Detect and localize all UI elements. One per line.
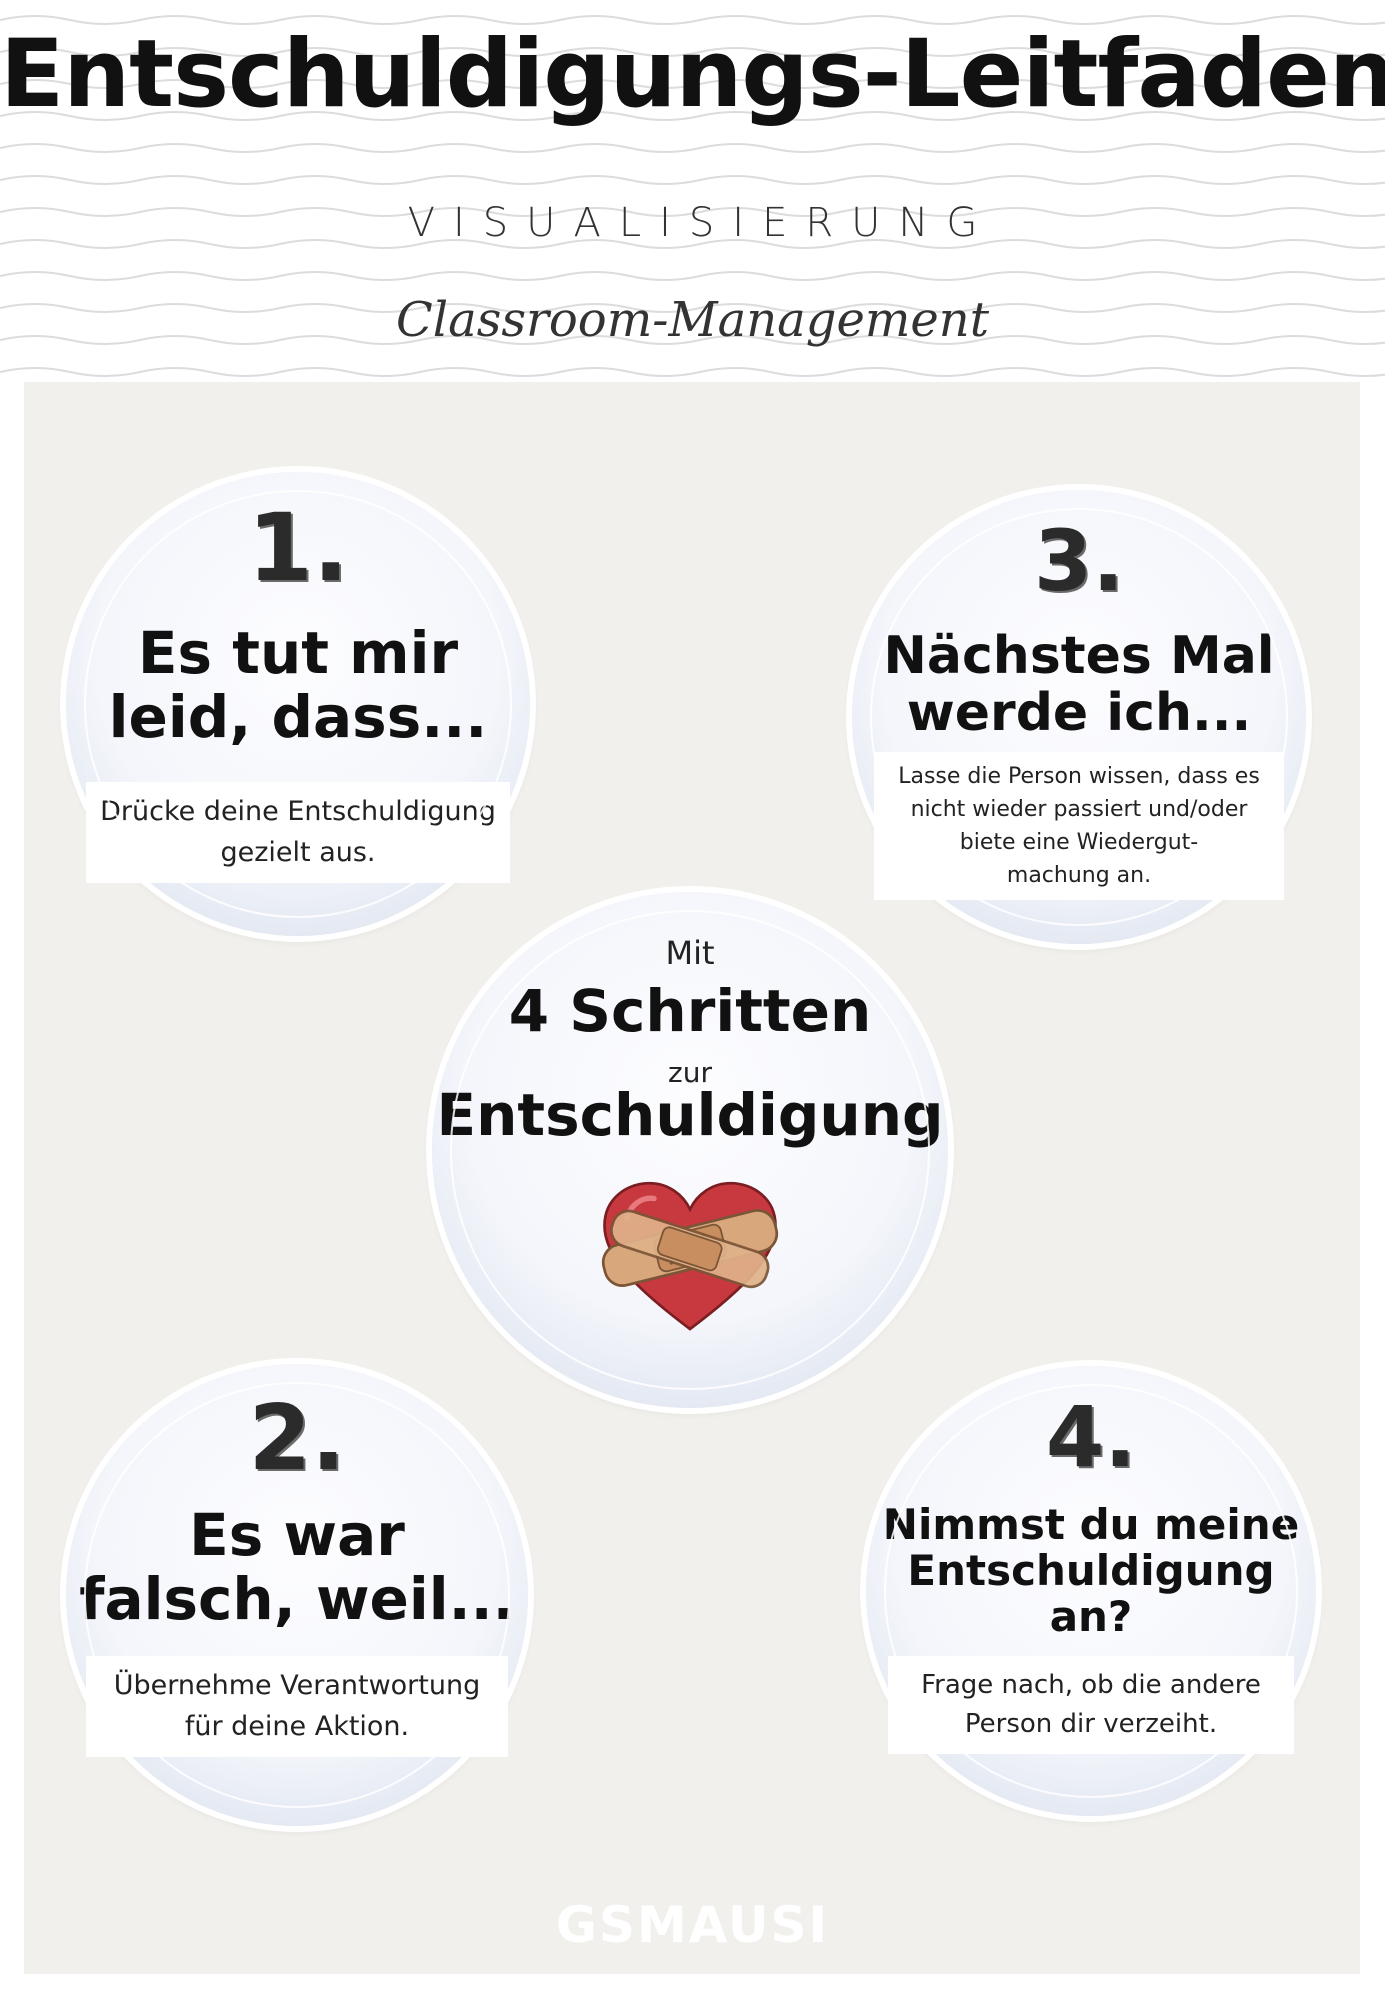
step-4-description-line: Person dir verzeiht. xyxy=(964,1709,1218,1739)
step-2-description-line: Übernehme Verantwortung xyxy=(113,1670,481,1701)
bandaged-heart-icon xyxy=(601,1181,779,1331)
step-3-description-line: Lasse die Person wissen, dass es xyxy=(898,764,1260,789)
wavy-line-background xyxy=(0,15,1385,377)
center-circle: Mit 4 Schritten zur Entschuldigung xyxy=(432,892,948,1408)
step-4-heading: Nimmst du meine Entschuldigung an? xyxy=(866,1500,1316,1642)
step-3-description-line: machung an. xyxy=(1006,863,1152,888)
step-1-description-line: gezielt aus. xyxy=(220,836,376,868)
step-4-heading-line: Nimmst du meine xyxy=(882,1500,1300,1549)
brand-logo: GSMAUSI xyxy=(555,1896,830,1954)
step-1-number: 1. xyxy=(247,494,349,603)
step-3-description: Lasse die Person wissen, dass es nicht w… xyxy=(874,752,1284,900)
step-4-description-line: Frage nach, ob die andere xyxy=(921,1670,1261,1700)
step-3-circle: 3. Nächstes Mal werde ich... Lasse die P… xyxy=(852,490,1306,944)
step-2-description-line: für deine Aktion. xyxy=(184,1710,410,1742)
step-3-heading: Nächstes Mal werde ich... xyxy=(852,626,1306,744)
step-3-description-line: biete eine Wiedergut- xyxy=(959,830,1199,855)
step-1-heading: Es tut mir leid, dass... xyxy=(66,619,530,751)
center-line-schritte: 4 Schritten xyxy=(508,977,872,1045)
center-line-zur: zur xyxy=(668,1056,712,1089)
center-line-mit: Mit xyxy=(665,934,715,972)
step-2-description: Übernehme Verantwortung für deine Aktion… xyxy=(86,1656,508,1757)
step-2-number: 2. xyxy=(248,1386,346,1491)
step-4-heading-line: an? xyxy=(1049,1592,1133,1642)
step-2-heading-line: Es war xyxy=(189,1501,405,1569)
step-4-description: Frage nach, ob die andere Person dir ver… xyxy=(888,1656,1294,1754)
step-1-description: Drücke deine Entschuldigung gezielt aus. xyxy=(86,782,510,883)
page-tagline: Classroom-Management xyxy=(396,292,989,348)
step-1-description-line: Drücke deine Entschuldigung xyxy=(100,796,496,827)
step-2-circle: 2. Es war falsch, weil... Übernehme Vera… xyxy=(66,1364,528,1826)
step-3-heading-line: werde ich... xyxy=(906,683,1252,744)
page-title: Entschuldigungs-Leitfaden xyxy=(0,20,1385,129)
step-1-heading-line: Es tut mir xyxy=(137,619,459,687)
step-1-heading-line: leid, dass... xyxy=(108,682,488,751)
step-4-number: 4. xyxy=(1045,1388,1137,1486)
step-3-number: 3. xyxy=(1033,512,1125,610)
page-subtitle: VISUALISIERUNG xyxy=(407,200,996,246)
step-3-heading-line: Nächstes Mal xyxy=(883,626,1275,686)
step-3-description-line: nicht wieder passiert und/oder xyxy=(910,797,1248,822)
step-1-circle: 1. Es tut mir leid, dass... Drücke deine… xyxy=(66,472,530,936)
step-4-circle: 4. Nimmst du meine Entschuldigung an? Fr… xyxy=(866,1366,1316,1816)
step-2-heading-line: falsch, weil... xyxy=(79,1564,515,1633)
step-4-heading-line: Entschuldigung xyxy=(907,1546,1275,1596)
center-line-entschuldigung: Entschuldigung xyxy=(436,1081,944,1149)
step-2-heading: Es war falsch, weil... xyxy=(66,1501,528,1633)
